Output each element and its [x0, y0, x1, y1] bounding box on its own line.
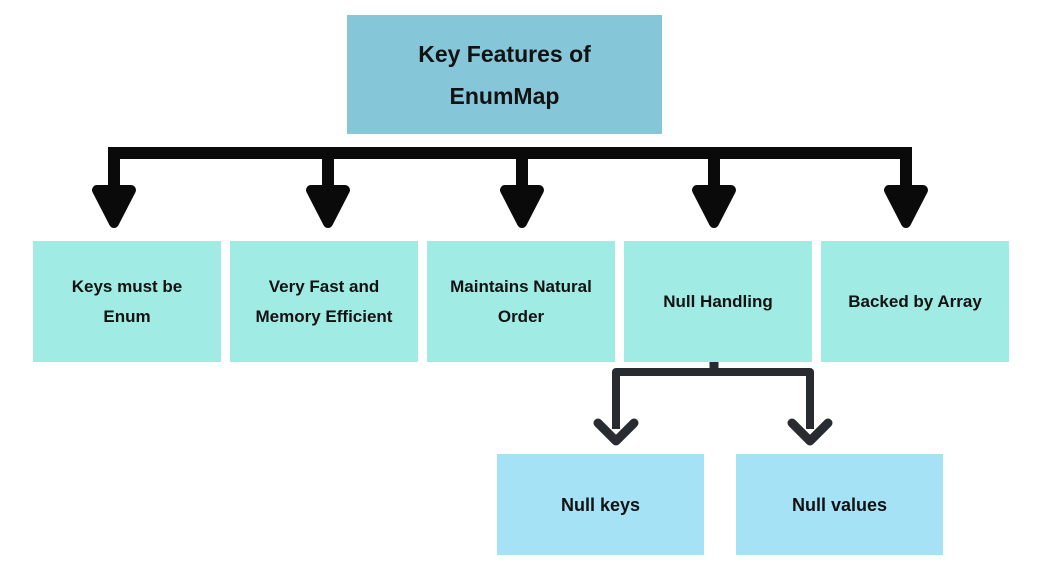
top-connector-drops: [108, 147, 912, 192]
feature-box-keys-must-be-enum: Keys must be Enum: [33, 241, 221, 362]
feature-box-backed-by-array: Backed by Array: [821, 241, 1009, 362]
null-handling-connector: [593, 358, 833, 446]
feature-box-null-handling: Null Handling: [624, 241, 812, 362]
title-box: Key Features of EnumMap: [347, 15, 662, 134]
feature-label-line: Enum: [103, 306, 151, 326]
child-box-null-keys: Null keys: [497, 454, 704, 555]
child-label-line: Null values: [791, 494, 888, 515]
child-label-line: Null keys: [560, 494, 641, 515]
feature-label-line: Memory Efficient: [255, 306, 393, 326]
arrow-down-icon: [92, 185, 136, 228]
title-line-2: EnumMap: [449, 82, 560, 109]
feature-label-line: Keys must be: [71, 276, 183, 296]
feature-box-maintains-natural-order: Maintains Natural Order: [427, 241, 615, 362]
feature-box-fast-memory-efficient: Very Fast and Memory Efficient: [230, 241, 418, 362]
title-line-1: Key Features of: [418, 40, 591, 67]
chevron-down-icon: [787, 418, 833, 446]
chevron-down-icon: [593, 418, 639, 446]
arrow-down-icon: [500, 185, 544, 228]
arrow-down-icon: [692, 185, 736, 228]
arrow-down-icon: [884, 185, 928, 228]
null-handling-branch: [612, 368, 814, 429]
feature-label-line: Backed by Array: [848, 291, 982, 311]
feature-label-line: Null Handling: [663, 291, 773, 311]
feature-label-line: Order: [497, 306, 545, 326]
top-connector: [92, 147, 928, 228]
child-box-null-values: Null values: [736, 454, 943, 555]
feature-label-line: Maintains Natural: [450, 276, 592, 296]
arrow-down-icon: [306, 185, 350, 228]
feature-label-line: Very Fast and: [268, 276, 380, 296]
